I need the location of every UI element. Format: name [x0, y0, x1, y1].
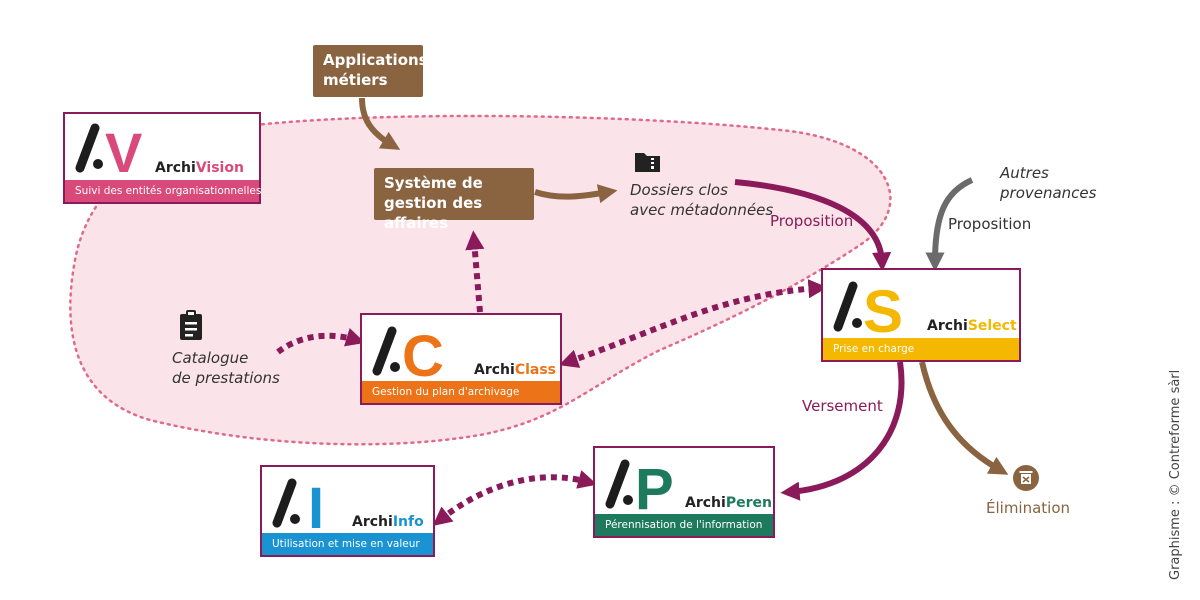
arrow-select-to-elimination [919, 361, 1009, 475]
archiselect-suffix: Select [967, 318, 1017, 334]
archiselect-name: ArchiSelect [927, 318, 1017, 334]
arrow-info-peren [432, 470, 598, 526]
credit-text: Graphisme : © Contreforme sàrl [1168, 369, 1183, 580]
elimination-label: Élimination [986, 499, 1071, 517]
archiinfo-letter: I [308, 476, 324, 535]
archiclass-logo: C [372, 324, 444, 383]
arrow-applications-to-sga [359, 97, 401, 150]
dossiers-line2: avec métadonnées [630, 201, 774, 219]
archiperen-card: P ArchiPeren Pérennisation de l'informat… [593, 446, 775, 538]
archiselect-logo: S [833, 278, 903, 340]
autres-line1: Autres [1000, 164, 1049, 182]
autres-provenances-label: Autres provenances [1000, 163, 1096, 203]
organisation-zone [69, 114, 892, 446]
zip-folder-icon [635, 153, 660, 172]
archiselect-caption: Prise en charge [823, 338, 1019, 360]
arrow-class-to-sga [465, 230, 485, 313]
archiinfo-card: I ArchiInfo Utilisation et mise en valeu… [260, 465, 435, 557]
arrow-dossiers-to-select [734, 179, 892, 272]
catalogue-line2: de prestations [172, 369, 280, 387]
dossiers-clos-label: Dossiers clos avec métadonnées [630, 180, 773, 220]
archivision-name: ArchiVision [155, 160, 244, 176]
sga-line1: Système de [384, 174, 483, 192]
autres-line2: provenances [1000, 184, 1097, 202]
archivision-logo: V [75, 121, 142, 180]
arrow-class-select [558, 279, 828, 368]
archivision-caption: Suivi des entités organisationnelles [65, 180, 261, 202]
archiperen-letter: P [635, 457, 674, 516]
archivision-suffix: Vision [195, 160, 244, 176]
archiclass-caption: Gestion du plan d'archivage [362, 381, 560, 403]
catalogue-line1: Catalogue [172, 349, 249, 367]
archiperen-caption: Pérennisation de l'information [595, 514, 773, 536]
systeme-gestion-affaires-box: Système de gestion des affaires [374, 168, 534, 232]
archiinfo-suffix: Info [392, 514, 424, 530]
sga-line2: gestion des affaires [384, 194, 483, 232]
archiperen-prefix: Archi [685, 495, 726, 511]
arrow-autres-to-select [925, 177, 974, 272]
archiinfo-name: ArchiInfo [352, 514, 424, 530]
archiclass-card: C ArchiClass Gestion du plan d'archivage [360, 313, 562, 405]
catalogue-label: Catalogue de prestations [172, 348, 280, 388]
archiclass-suffix: Class [514, 362, 556, 378]
archiinfo-prefix: Archi [352, 514, 393, 530]
archiinfo-caption: Utilisation et mise en valeur [262, 533, 433, 555]
archiperen-name: ArchiPeren [685, 495, 772, 511]
versement-label: Versement [802, 397, 883, 415]
archivision-letter: V [105, 121, 142, 180]
archivision-prefix: Archi [155, 160, 196, 176]
archiperen-suffix: Peren [725, 495, 772, 511]
archiselect-prefix: Archi [927, 318, 968, 334]
archiclass-letter: C [402, 324, 444, 383]
archiinfo-logo: I [272, 476, 324, 535]
applications-metiers-box: Applications métiers [313, 45, 428, 97]
archiselect-card: S ArchiSelect Prise en charge [821, 268, 1021, 362]
archiclass-name: ArchiClass [474, 362, 556, 378]
arrow-sga-to-dossiers [534, 184, 618, 204]
archiselect-letter: S [863, 278, 903, 340]
proposition-label-1: Proposition [770, 212, 854, 230]
archiclass-prefix: Archi [474, 362, 515, 378]
archivision-card: V ArchiVision Suivi des entités organisa… [63, 112, 261, 204]
applications-line1: Applications [323, 51, 428, 69]
applications-line2: métiers [323, 71, 388, 89]
arrow-select-to-peren [780, 361, 905, 501]
proposition-label-2: Proposition [948, 215, 1032, 233]
archiperen-logo: P [605, 457, 674, 516]
clipboard-icon [180, 310, 202, 340]
dossiers-line1: Dossiers clos [630, 181, 728, 199]
trash-icon [1013, 465, 1039, 491]
